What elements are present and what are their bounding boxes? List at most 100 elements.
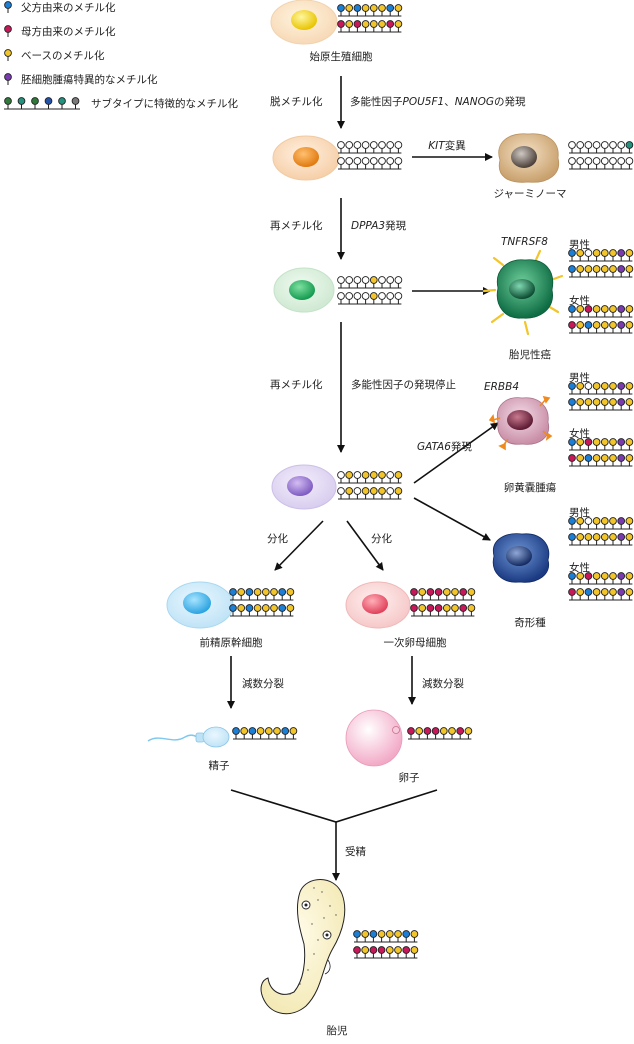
methylation-site [617, 588, 626, 600]
methylation-site [609, 438, 617, 450]
legend-markers [4, 1, 80, 110]
methylation-site [281, 727, 290, 739]
methylation-site [617, 249, 626, 261]
methylation-site [592, 572, 601, 584]
methylation-site [240, 727, 249, 739]
methylation-site [378, 276, 386, 288]
methylation-rows [229, 4, 634, 959]
methylation-site [625, 588, 634, 600]
methylation-site [426, 588, 435, 600]
dppa3-gene: DPPA3 [351, 220, 386, 232]
orange-row-1 [337, 141, 403, 154]
methylation-site [407, 727, 415, 739]
methylation-site [337, 157, 345, 169]
methylation-site [600, 398, 609, 410]
methylation-site [600, 157, 609, 169]
ys-female-row-1 [568, 438, 634, 451]
methylation-site [394, 487, 403, 499]
ec-male-row-1 [568, 249, 634, 262]
methylation-site [592, 454, 601, 466]
methylation-site [617, 157, 626, 169]
methylation-site [17, 97, 26, 109]
methylation-site [592, 533, 601, 545]
methylation-site [4, 97, 12, 109]
methylation-site [600, 265, 609, 277]
pgc-row-paternal [337, 4, 403, 17]
erbb4-label: ERBB4 [484, 381, 520, 393]
remethylation-label-1: 再メチル化 [270, 220, 323, 232]
methylation-site [600, 141, 609, 153]
methylation-site [568, 305, 576, 317]
methylation-site [229, 604, 237, 616]
methylation-site [439, 727, 448, 739]
methylation-site [584, 321, 593, 333]
gata6-expression-label: GATA6発現 [417, 439, 472, 454]
methylation-site [568, 454, 576, 466]
methylation-site [410, 930, 419, 942]
methylation-site [369, 930, 378, 942]
methylation-site [568, 398, 576, 410]
methylation-site [434, 588, 443, 600]
green-row-1 [337, 276, 403, 289]
methylation-site [625, 454, 634, 466]
methylation-site [600, 517, 609, 529]
methylation-site [584, 533, 593, 545]
methylation-site [625, 141, 634, 153]
methylation-site [345, 141, 354, 153]
prosperm-row-1 [229, 588, 295, 601]
methylation-site [600, 382, 609, 394]
methylation-site [592, 321, 601, 333]
dppa3-expression-label: DPPA3発現 [351, 218, 406, 233]
methylation-site [600, 249, 609, 261]
methylation-site [386, 471, 395, 483]
methylation-site [617, 533, 626, 545]
pluripotency-expression-label: 多能性因子POU5F1、NANOGの発現 [350, 94, 525, 109]
methylation-site [609, 157, 617, 169]
methylation-site [361, 930, 370, 942]
methylation-site [270, 588, 278, 600]
methylation-site [456, 727, 465, 739]
methylation-site [609, 454, 617, 466]
methylation-site [609, 398, 617, 410]
methylation-site [394, 141, 403, 153]
methylation-site [609, 517, 617, 529]
methylation-site [592, 249, 601, 261]
fetus-illustration [260, 879, 346, 1015]
methylation-site [576, 398, 585, 410]
methylation-site [592, 305, 601, 317]
methylation-site [584, 438, 593, 450]
methylation-site [369, 20, 378, 32]
methylation-site [378, 471, 386, 483]
methylation-site [625, 382, 634, 394]
methylation-site [378, 20, 386, 32]
methylation-site [617, 517, 626, 529]
methylation-site [584, 382, 593, 394]
methylation-site [289, 727, 298, 739]
methylation-site [609, 305, 617, 317]
female-label-teratoma: 女性 [569, 562, 590, 574]
expression-suffix: の発現 [493, 96, 526, 108]
purple-row-2 [337, 487, 403, 500]
legend-paternal-marker [4, 1, 12, 13]
methylation-site [353, 930, 361, 942]
methylation-site [286, 604, 295, 616]
methylation-site [617, 572, 626, 584]
methylation-site [592, 517, 601, 529]
methylation-site [378, 4, 386, 16]
methylation-site [576, 382, 585, 394]
arrow-to-primary-oocyte [346, 520, 384, 571]
methylation-site [273, 727, 281, 739]
methylation-site [592, 588, 601, 600]
green-cell [273, 267, 335, 313]
methylation-site [31, 97, 39, 109]
sperm-cell [147, 726, 230, 748]
methylation-site [256, 727, 265, 739]
methylation-site [576, 305, 585, 317]
fetus-label: 胎児 [326, 1025, 348, 1037]
sperm-row [232, 727, 298, 740]
orange-cell [272, 135, 340, 181]
methylation-site [609, 265, 617, 277]
methylation-site [568, 517, 576, 529]
separator: 、 [444, 96, 455, 108]
methylation-site [394, 930, 402, 942]
